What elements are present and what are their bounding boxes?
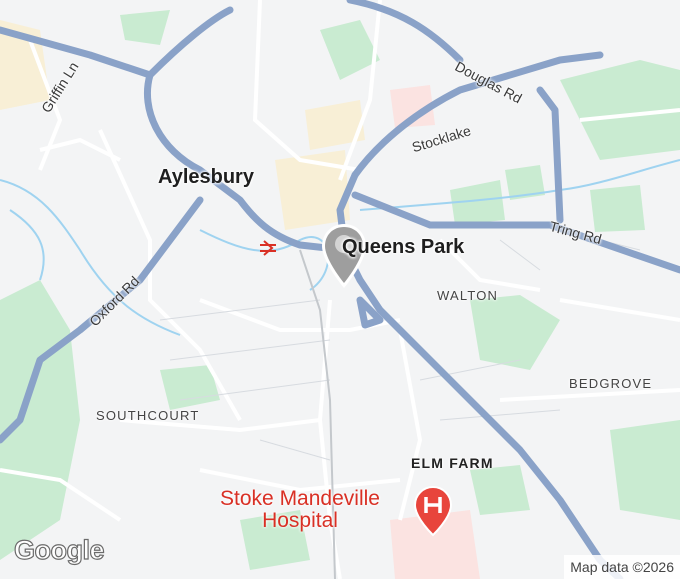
- poi-label-hospital[interactable]: Stoke Mandeville Hospital: [190, 488, 410, 532]
- google-logo: Google: [13, 534, 105, 565]
- location-pin-icon[interactable]: [320, 222, 368, 290]
- district-label-southcourt: SOUTHCOURT: [96, 408, 200, 423]
- map-attribution[interactable]: Map data ©2026: [564, 555, 680, 579]
- area-label-queens-park: Queens Park: [342, 236, 465, 258]
- district-label-walton: WALTON: [437, 288, 499, 303]
- district-label-elm-farm: ELM FARM: [411, 455, 494, 471]
- hospital-label-line2: Hospital: [262, 509, 338, 532]
- district-label-bedgrove: BEDGROVE: [569, 376, 653, 391]
- hospital-label-line1: Stoke Mandeville: [220, 487, 380, 510]
- town-label-aylesbury: Aylesbury: [158, 166, 254, 188]
- rail-station-icon: [260, 240, 276, 256]
- hospital-marker-icon[interactable]: [413, 485, 453, 537]
